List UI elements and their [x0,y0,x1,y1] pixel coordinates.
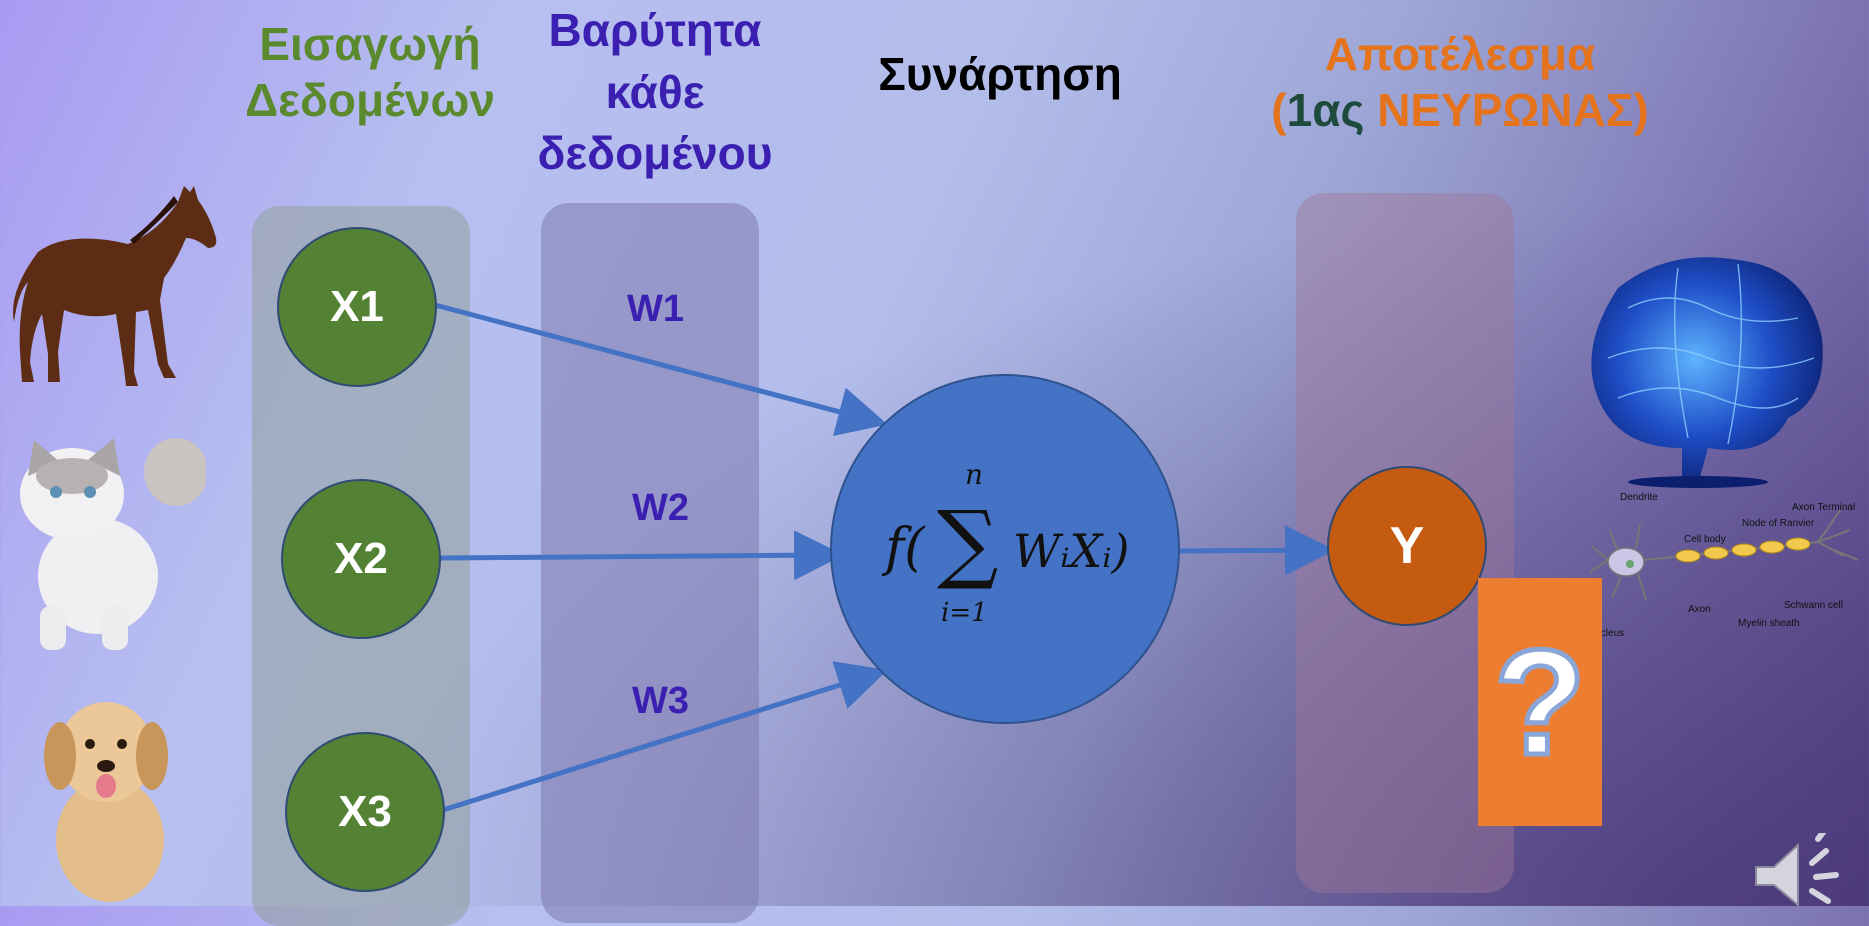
label-dendrite: Dendrite [1620,492,1658,503]
weight-heading: Βαρύτητα κάθε δεδομένου [515,0,795,185]
result-number: 1ας [1286,84,1365,137]
arrow-x2-to-function [438,530,844,581]
neuron-diagram: Dendrite Cell body Node of Ranvier Axon … [1588,492,1859,639]
label-myelin-sheath: Myelin sheath [1738,618,1800,629]
question-mark: ? [1492,618,1589,786]
label-cell-body: Cell body [1684,534,1726,545]
brain-image [1591,257,1823,488]
connection-arrows [434,302,1335,813]
arrow-x1-to-function [434,302,888,436]
weight-column-band [541,203,759,923]
output-node-y: Y [1327,466,1487,626]
formula-lower-limit: i=1 [941,598,988,628]
cat-image [20,438,206,650]
summation-formula: f( n ∑ i=1 WᵢXᵢ) [885,458,1135,638]
weight-label-w3: W3 [632,680,689,722]
input-heading: Εισαγωγή Δεδομένων [230,16,510,128]
result-heading: Αποτέλεσμα (1ας ΝΕΥΡΩΝΑΣ) [1250,26,1670,138]
weight-label-w2: W2 [632,487,689,529]
label-schwann-cell: Schwann cell [1784,600,1843,611]
horse-image [13,186,217,386]
result-heading-line2: (1ας ΝΕΥΡΩΝΑΣ) [1250,82,1670,138]
input-node-x1: X1 [277,227,437,387]
arrow-function-to-output [1175,525,1335,576]
sigma-icon: ∑ [937,493,999,593]
result-heading-line1: Αποτέλεσμα [1324,28,1596,80]
result-paren: ( [1271,84,1287,137]
function-heading: Συνάρτηση [878,48,1122,100]
formula-function: f( [885,518,925,578]
label-axon: Axon [1688,604,1711,615]
question-box: ? [1478,578,1602,826]
formula-body: WᵢXᵢ) [1013,524,1130,578]
puppy-image [44,702,168,902]
label-node-of-ranvier: Node of Ranvier [1742,518,1815,529]
input-heading-line2: Δεδομένων [245,74,495,127]
function-node [830,374,1180,724]
result-word: ΝΕΥΡΩΝΑΣ) [1377,84,1649,137]
speaker-icon[interactable] [1752,833,1862,906]
weight-heading-line3: δεδομένου [537,127,773,180]
weight-heading-line2: κάθε [605,65,705,118]
input-node-x2: X2 [281,479,441,639]
arrow-x3-to-function [442,661,888,813]
label-axon-terminal: Axon Terminal [1792,502,1855,513]
formula-upper-limit: n [965,458,984,491]
input-heading-line1: Εισαγωγή [259,18,481,70]
weight-heading-line1: Βαρύτητα [548,4,762,56]
label-nucleus: Nucleus [1588,628,1624,639]
weight-label-w1: W1 [627,288,684,330]
input-node-x3: X3 [285,732,445,892]
